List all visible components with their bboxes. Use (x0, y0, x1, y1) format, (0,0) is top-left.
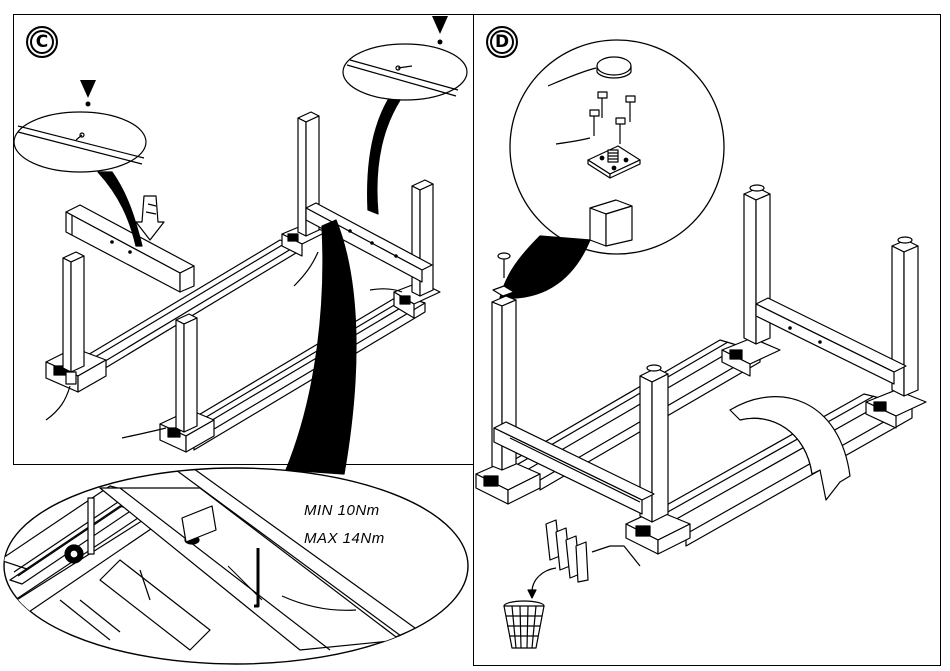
torque-max-label: MAX 14Nm (304, 530, 385, 547)
d-right-leg (892, 237, 918, 396)
d-rear-cross-beam (756, 298, 906, 384)
waste-bin-icon (504, 601, 544, 648)
zoom-connector-c (286, 220, 356, 474)
front-left-leg (63, 252, 84, 372)
step-c-badge: C (26, 26, 58, 58)
insert-arrow (136, 196, 164, 240)
discard-arrow (532, 568, 556, 592)
front-center-leg (176, 314, 197, 432)
zoom-connector-d (500, 236, 590, 298)
right-marker-icon (432, 16, 448, 34)
d-rear-rail (500, 340, 760, 490)
torque-min-label: MIN 10Nm (304, 502, 380, 519)
right-detail-bubble (343, 44, 467, 214)
step-d-badge: D (486, 26, 518, 58)
left-marker-icon (80, 80, 96, 98)
